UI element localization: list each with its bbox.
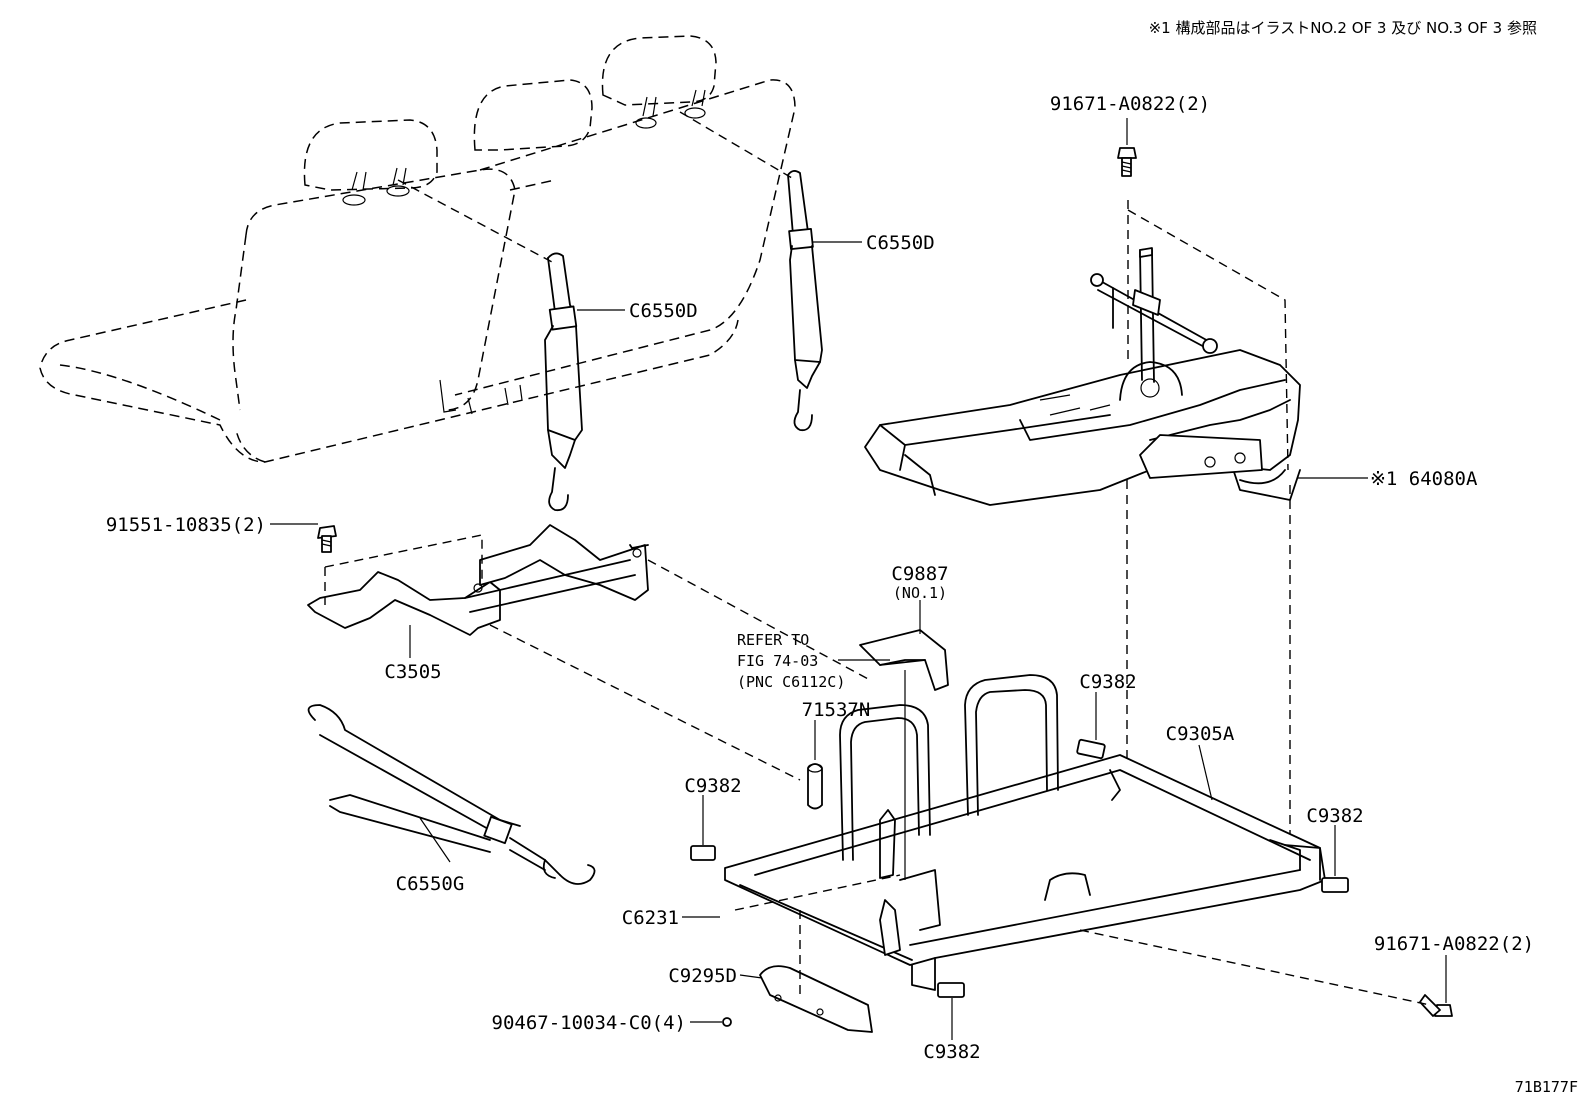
label-pin: C6231: [622, 907, 679, 929]
seat-phantom: [39, 35, 796, 463]
leader-line: [397, 179, 553, 263]
label-assembly: ※1 64080A: [1370, 468, 1478, 490]
label-screw: 90467-10034-C0(4): [492, 1012, 686, 1034]
label-stopper-left: C9382: [684, 775, 741, 797]
label-refer-2: FIG 74-03: [737, 652, 818, 670]
leader-line: [647, 559, 871, 681]
seat-belt-strap-left: [544, 252, 583, 512]
spacer: [807, 763, 823, 810]
label-refer-1: REFER TO: [737, 631, 809, 649]
bolt-icon: [1117, 147, 1137, 177]
leader-line: [679, 111, 793, 179]
bolt-icon: [1419, 994, 1453, 1017]
label-stopper-bottom: C9382: [923, 1041, 980, 1063]
figure-id: 71B177F: [1515, 1078, 1578, 1096]
leader-line: [324, 534, 483, 580]
screw-icon: [722, 1017, 732, 1027]
label-cover-sub: (NO.1): [893, 584, 947, 602]
label-stopper-top: C9382: [1079, 671, 1136, 693]
label-bolt-top-right: 91671-A0822(2): [1050, 93, 1210, 115]
label-pipe-cover: C9295D: [668, 965, 737, 987]
leader-line: [1127, 209, 1289, 471]
label-tie-down: C6550G: [396, 873, 465, 895]
label-bolt-left: 91551-10835(2): [106, 514, 266, 536]
frame-bracket: [307, 524, 649, 636]
bolt-icon: [317, 525, 337, 553]
label-leaders: [270, 118, 1447, 1040]
label-frame-bracket: C3505: [384, 661, 441, 683]
tire-carrier-assembly: [864, 247, 1301, 506]
label-cover: C9887: [891, 563, 948, 585]
pipe-cover: [759, 965, 873, 1033]
label-frame-main: C9305A: [1166, 723, 1235, 745]
tie-down-strap: [307, 704, 596, 885]
seat-cover: [859, 629, 949, 691]
seat-frame: [724, 674, 1326, 991]
label-refer-3: (PNC C6112C): [737, 673, 845, 691]
stopper-bottom: [937, 982, 965, 998]
stopper-right: [1321, 877, 1349, 893]
stopper-left: [690, 845, 716, 861]
reference-note: ※1 構成部品はイラストNO.2 OF 3 及び NO.3 OF 3 参照: [1149, 19, 1537, 37]
seat-belt-strap-right: [787, 170, 823, 432]
leader-line: [734, 874, 901, 911]
label-strap-left: C6550D: [629, 300, 698, 322]
label-stopper-right: C9382: [1306, 805, 1363, 827]
label-bolt-bottom-right: 91671-A0822(2): [1374, 933, 1534, 955]
stopper-top: [1076, 738, 1106, 760]
label-strap-right: C6550D: [866, 232, 935, 254]
label-spacer: 71537N: [802, 699, 871, 721]
leader-line: [489, 624, 801, 781]
